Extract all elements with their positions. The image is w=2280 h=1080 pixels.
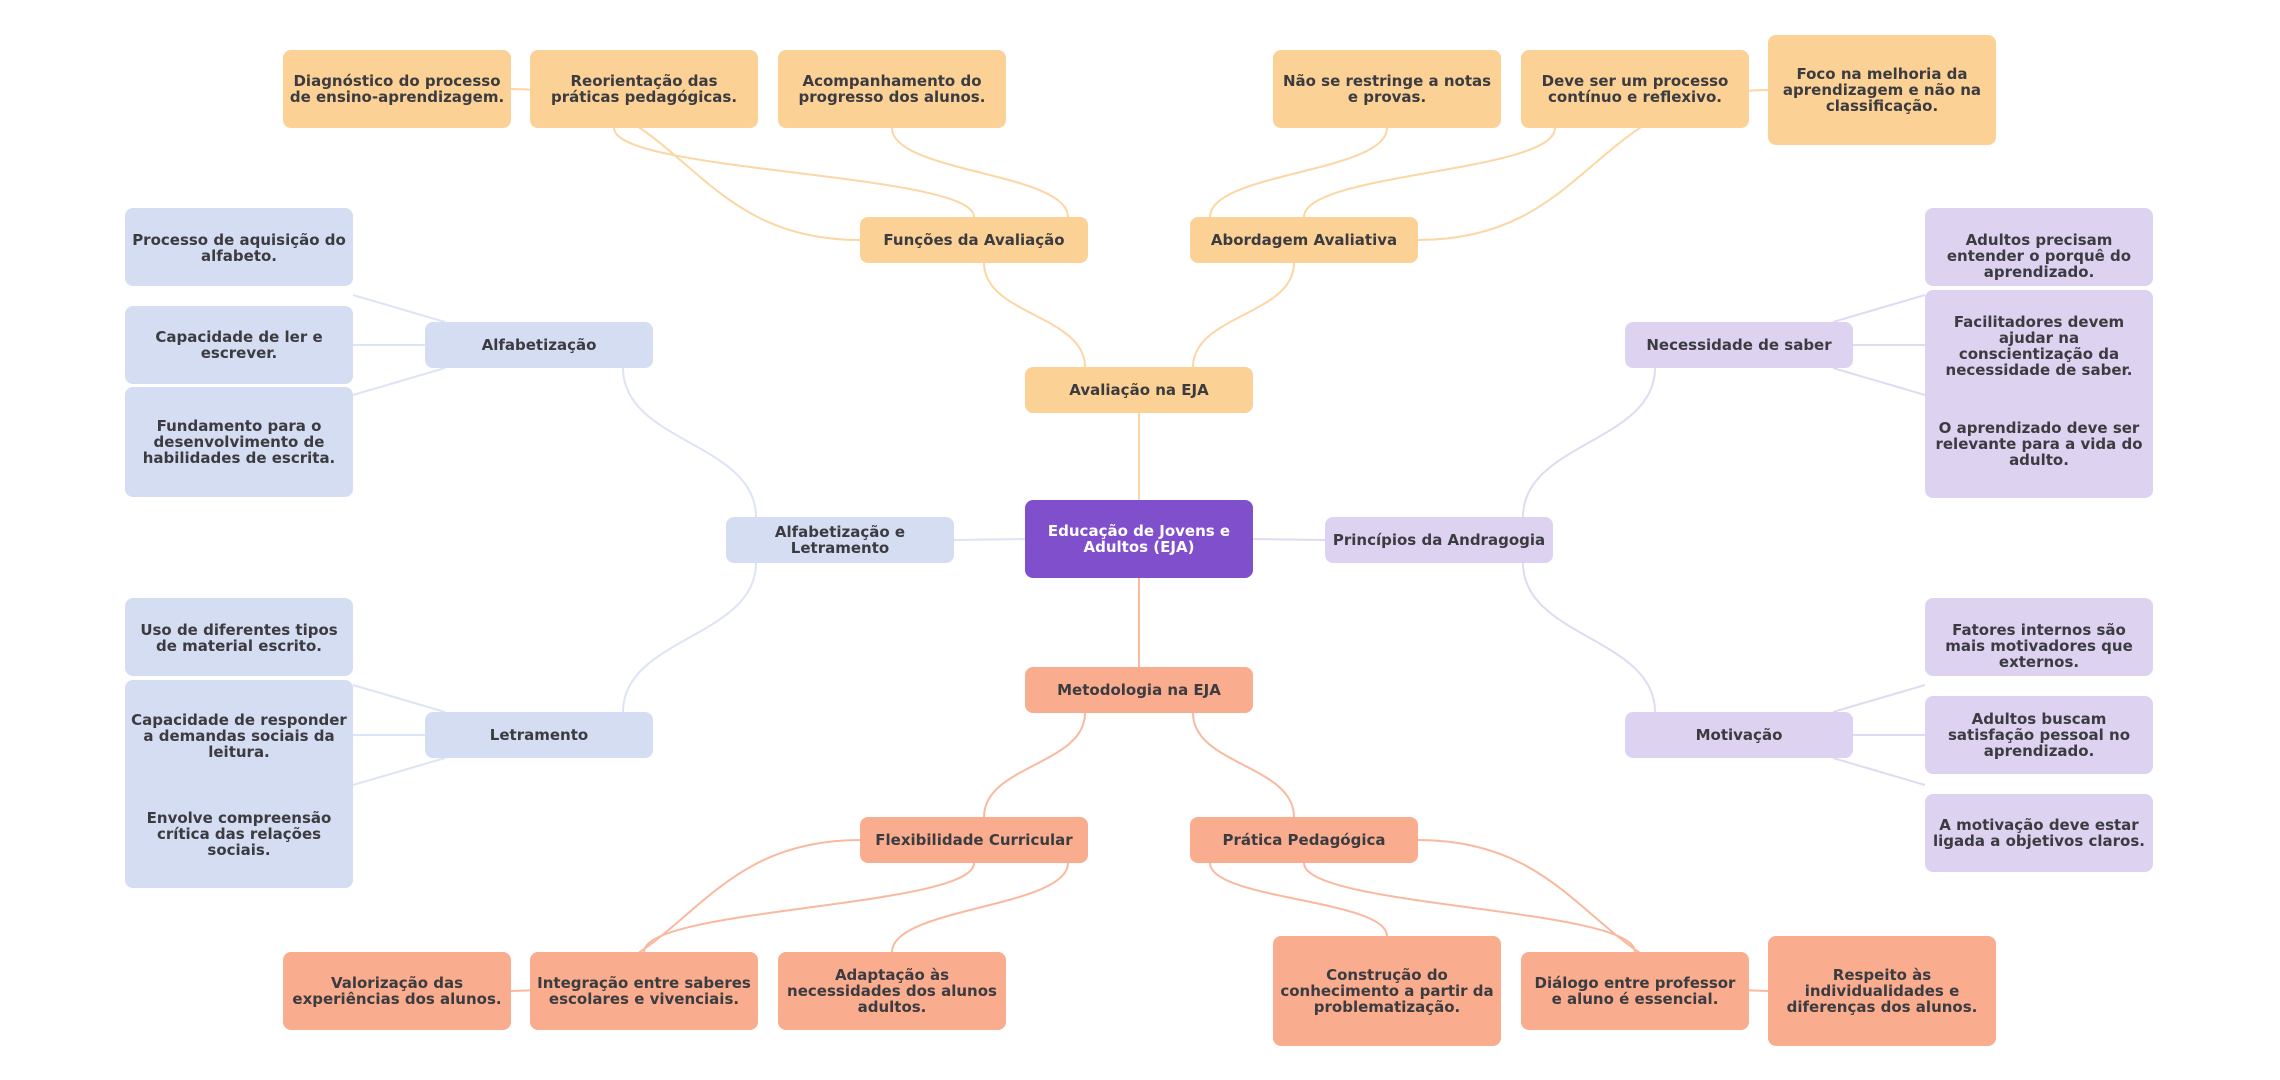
edge-topic-leaf xyxy=(613,127,975,218)
leaf-label: Deve ser um processo contínuo e reflexiv… xyxy=(1541,72,1729,106)
leaf-label: Foco na melhoria da aprendizagem e não n… xyxy=(1782,65,1982,115)
edge-branch-topic xyxy=(622,562,757,713)
leaf-node[interactable]: Construção do conhecimento a partir da p… xyxy=(1273,936,1501,1046)
leaf-node[interactable]: Valorização das experiências dos alunos. xyxy=(283,952,511,1030)
leaf-node[interactable]: Fundamento para o desenvolvimento de hab… xyxy=(125,387,353,497)
edge-topic-leaf xyxy=(1832,367,1926,396)
leaf-label: Valorização das experiências dos alunos. xyxy=(292,974,502,1008)
branch-label: Princípios da Andragogia xyxy=(1332,531,1546,549)
leaf-label: Uso de diferentes tipos de material escr… xyxy=(140,621,338,655)
leaf-node[interactable]: Adaptação às necessidades dos alunos adu… xyxy=(778,952,1006,1030)
leaf-label: Adultos precisam entender o porquê do ap… xyxy=(1946,231,2132,281)
leaf-label: A motivação deve estar ligada a objetivo… xyxy=(1933,816,2145,850)
leaf-node[interactable]: Envolve compreensão crítica das relações… xyxy=(125,792,353,888)
topic-node-pratica-pedagogica[interactable]: Prática Pedagógica xyxy=(1190,817,1418,863)
branch-node-avaliacao[interactable]: Avaliação na EJA xyxy=(1025,367,1253,413)
leaf-label: Diálogo entre professor e aluno é essenc… xyxy=(1534,974,1736,1008)
branch-node-metodologia[interactable]: Metodologia na EJA xyxy=(1025,667,1253,713)
edge-topic-leaf xyxy=(1209,127,1388,218)
leaf-label: Não se restringe a notas e provas. xyxy=(1282,72,1492,106)
leaf-node[interactable]: Diálogo entre professor e aluno é essenc… xyxy=(1521,952,1749,1030)
leaf-node[interactable]: Acompanhamento do progresso dos alunos. xyxy=(778,50,1006,128)
leaf-label: Reorientação das práticas pedagógicas. xyxy=(550,72,738,106)
leaf-node[interactable]: Uso de diferentes tipos de material escr… xyxy=(125,598,353,676)
leaf-node[interactable]: A motivação deve estar ligada a objetivo… xyxy=(1925,794,2153,872)
topic-node-letramento[interactable]: Letramento xyxy=(425,712,653,758)
leaf-label: Respeito às individualidades e diferença… xyxy=(1786,966,1978,1016)
edge-branch-topic xyxy=(983,262,1086,368)
root-label: Educação de Jovens e Adultos (EJA) xyxy=(1047,522,1231,556)
edge-topic-leaf xyxy=(1209,862,1388,937)
leaf-label: Integração entre saberes escolares e viv… xyxy=(537,974,751,1008)
edge-topic-leaf xyxy=(1303,127,1556,218)
leaf-node[interactable]: Adultos buscam satisfação pessoal no apr… xyxy=(1925,696,2153,774)
leaf-node[interactable]: Facilitadores devem ajudar na conscienti… xyxy=(1925,290,2153,402)
leaf-node[interactable]: Não se restringe a notas e provas. xyxy=(1273,50,1501,128)
edge-branch-topic xyxy=(983,712,1086,818)
branch-label: Metodologia na EJA xyxy=(1057,681,1221,699)
leaf-node[interactable]: Diagnóstico do processo de ensino-aprend… xyxy=(283,50,511,128)
leaf-label: Construção do conhecimento a partir da p… xyxy=(1280,966,1494,1016)
edge-root-branch xyxy=(1252,538,1326,541)
topic-label: Motivação xyxy=(1695,726,1783,744)
leaf-label: O aprendizado deve ser relevante para a … xyxy=(1935,419,2143,469)
leaf-label: Fatores internos são mais motivadores qu… xyxy=(1945,621,2133,671)
leaf-label: Adultos buscam satisfação pessoal no apr… xyxy=(1947,710,2131,760)
edge-topic-leaf xyxy=(643,862,975,953)
leaf-node[interactable]: O aprendizado deve ser relevante para a … xyxy=(1925,402,2153,498)
topic-label: Necessidade de saber xyxy=(1646,336,1832,354)
edge-branch-topic xyxy=(1522,367,1656,518)
edge-topic-leaf xyxy=(1832,294,1926,323)
topic-node-motivacao[interactable]: Motivação xyxy=(1625,712,1853,758)
leaf-label: Processo de aquisição do alfabeto. xyxy=(132,231,346,265)
leaf-node[interactable]: Adultos precisam entender o porquê do ap… xyxy=(1925,208,2153,286)
leaf-label: Capacidade de responder a demandas socia… xyxy=(131,711,347,761)
edge-topic-leaf xyxy=(891,862,1069,953)
edge-topic-leaf xyxy=(352,684,446,713)
leaf-label: Fundamento para o desenvolvimento de hab… xyxy=(142,417,336,467)
edge-topic-leaf xyxy=(352,757,446,786)
leaf-node[interactable]: Fatores internos são mais motivadores qu… xyxy=(1925,598,2153,676)
topic-label: Abordagem Avaliativa xyxy=(1210,231,1398,249)
edge-topic-leaf xyxy=(352,294,446,323)
topic-label: Funções da Avaliação xyxy=(883,231,1065,249)
leaf-node[interactable]: Capacidade de ler e escrever. xyxy=(125,306,353,384)
leaf-node[interactable]: Processo de aquisição do alfabeto. xyxy=(125,208,353,286)
leaf-node[interactable]: Foco na melhoria da aprendizagem e não n… xyxy=(1768,35,1996,145)
topic-node-alfabetizacao[interactable]: Alfabetização xyxy=(425,322,653,368)
branch-node-alfabetizacao-letramento[interactable]: Alfabetização e Letramento xyxy=(726,517,954,563)
edge-topic-leaf xyxy=(891,127,1069,218)
edge-topic-leaf xyxy=(1832,684,1926,713)
leaf-label: Adaptação às necessidades dos alunos adu… xyxy=(787,966,997,1016)
topic-node-necessidade-de-saber[interactable]: Necessidade de saber xyxy=(1625,322,1853,368)
topic-node-flexibilidade-curricular[interactable]: Flexibilidade Curricular xyxy=(860,817,1088,863)
branch-node-principios-andragogia[interactable]: Princípios da Andragogia xyxy=(1325,517,1553,563)
edge-topic-leaf xyxy=(352,367,446,396)
leaf-node[interactable]: Deve ser um processo contínuo e reflexiv… xyxy=(1521,50,1749,128)
branch-label: Alfabetização e Letramento xyxy=(774,523,906,557)
leaf-node[interactable]: Respeito às individualidades e diferença… xyxy=(1768,936,1996,1046)
leaf-node[interactable]: Reorientação das práticas pedagógicas. xyxy=(530,50,758,128)
edge-branch-topic xyxy=(622,367,757,518)
leaf-label: Envolve compreensão crítica das relações… xyxy=(146,809,332,859)
topic-label: Alfabetização xyxy=(481,336,597,354)
root-node[interactable]: Educação de Jovens e Adultos (EJA) xyxy=(1025,500,1253,578)
edge-branch-topic xyxy=(1522,562,1656,713)
leaf-label: Acompanhamento do progresso dos alunos. xyxy=(798,72,986,106)
edge-branch-topic xyxy=(1192,262,1295,368)
leaf-node[interactable]: Integração entre saberes escolares e viv… xyxy=(530,952,758,1030)
topic-node-abordagem-avaliativa[interactable]: Abordagem Avaliativa xyxy=(1190,217,1418,263)
branch-label: Avaliação na EJA xyxy=(1069,381,1209,399)
leaf-label: Diagnóstico do processo de ensino-aprend… xyxy=(289,72,505,106)
edge-branch-topic xyxy=(1192,712,1295,818)
edge-root-branch xyxy=(953,538,1026,541)
topic-node-funcoes-avaliacao[interactable]: Funções da Avaliação xyxy=(860,217,1088,263)
leaf-label: Facilitadores devem ajudar na conscienti… xyxy=(1945,313,2133,379)
edge-topic-leaf xyxy=(1832,757,1926,786)
topic-label: Prática Pedagógica xyxy=(1222,831,1386,849)
leaf-node[interactable]: Capacidade de responder a demandas socia… xyxy=(125,680,353,792)
topic-label: Flexibilidade Curricular xyxy=(875,831,1073,849)
leaf-label: Capacidade de ler e escrever. xyxy=(155,328,323,362)
topic-label: Letramento xyxy=(489,726,589,744)
